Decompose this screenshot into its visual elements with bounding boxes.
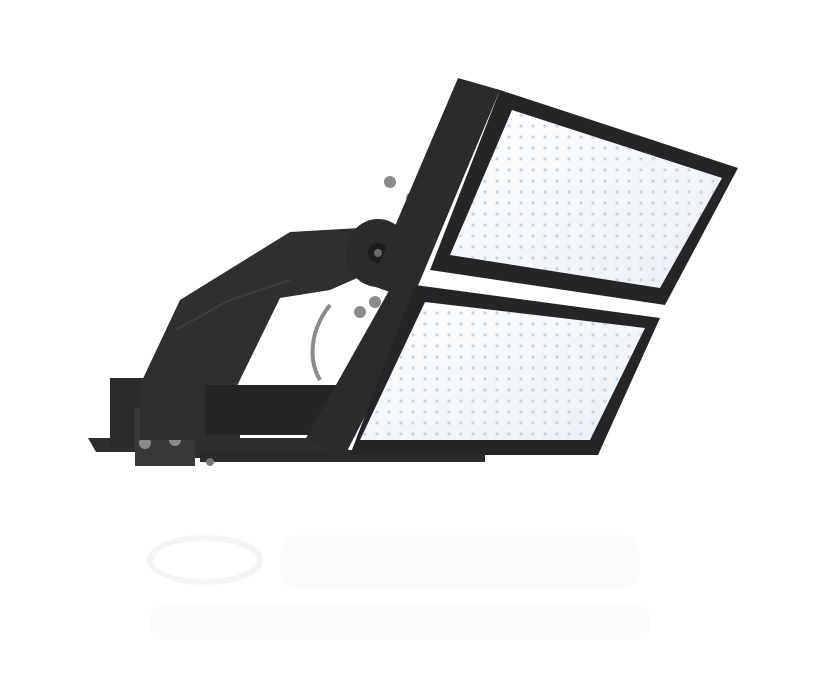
power-cable	[310, 303, 332, 382]
bracket-arm	[140, 228, 380, 440]
watermark	[147, 535, 650, 640]
upper-lamp-module	[370, 78, 738, 305]
lower-lamp-module	[305, 280, 660, 455]
